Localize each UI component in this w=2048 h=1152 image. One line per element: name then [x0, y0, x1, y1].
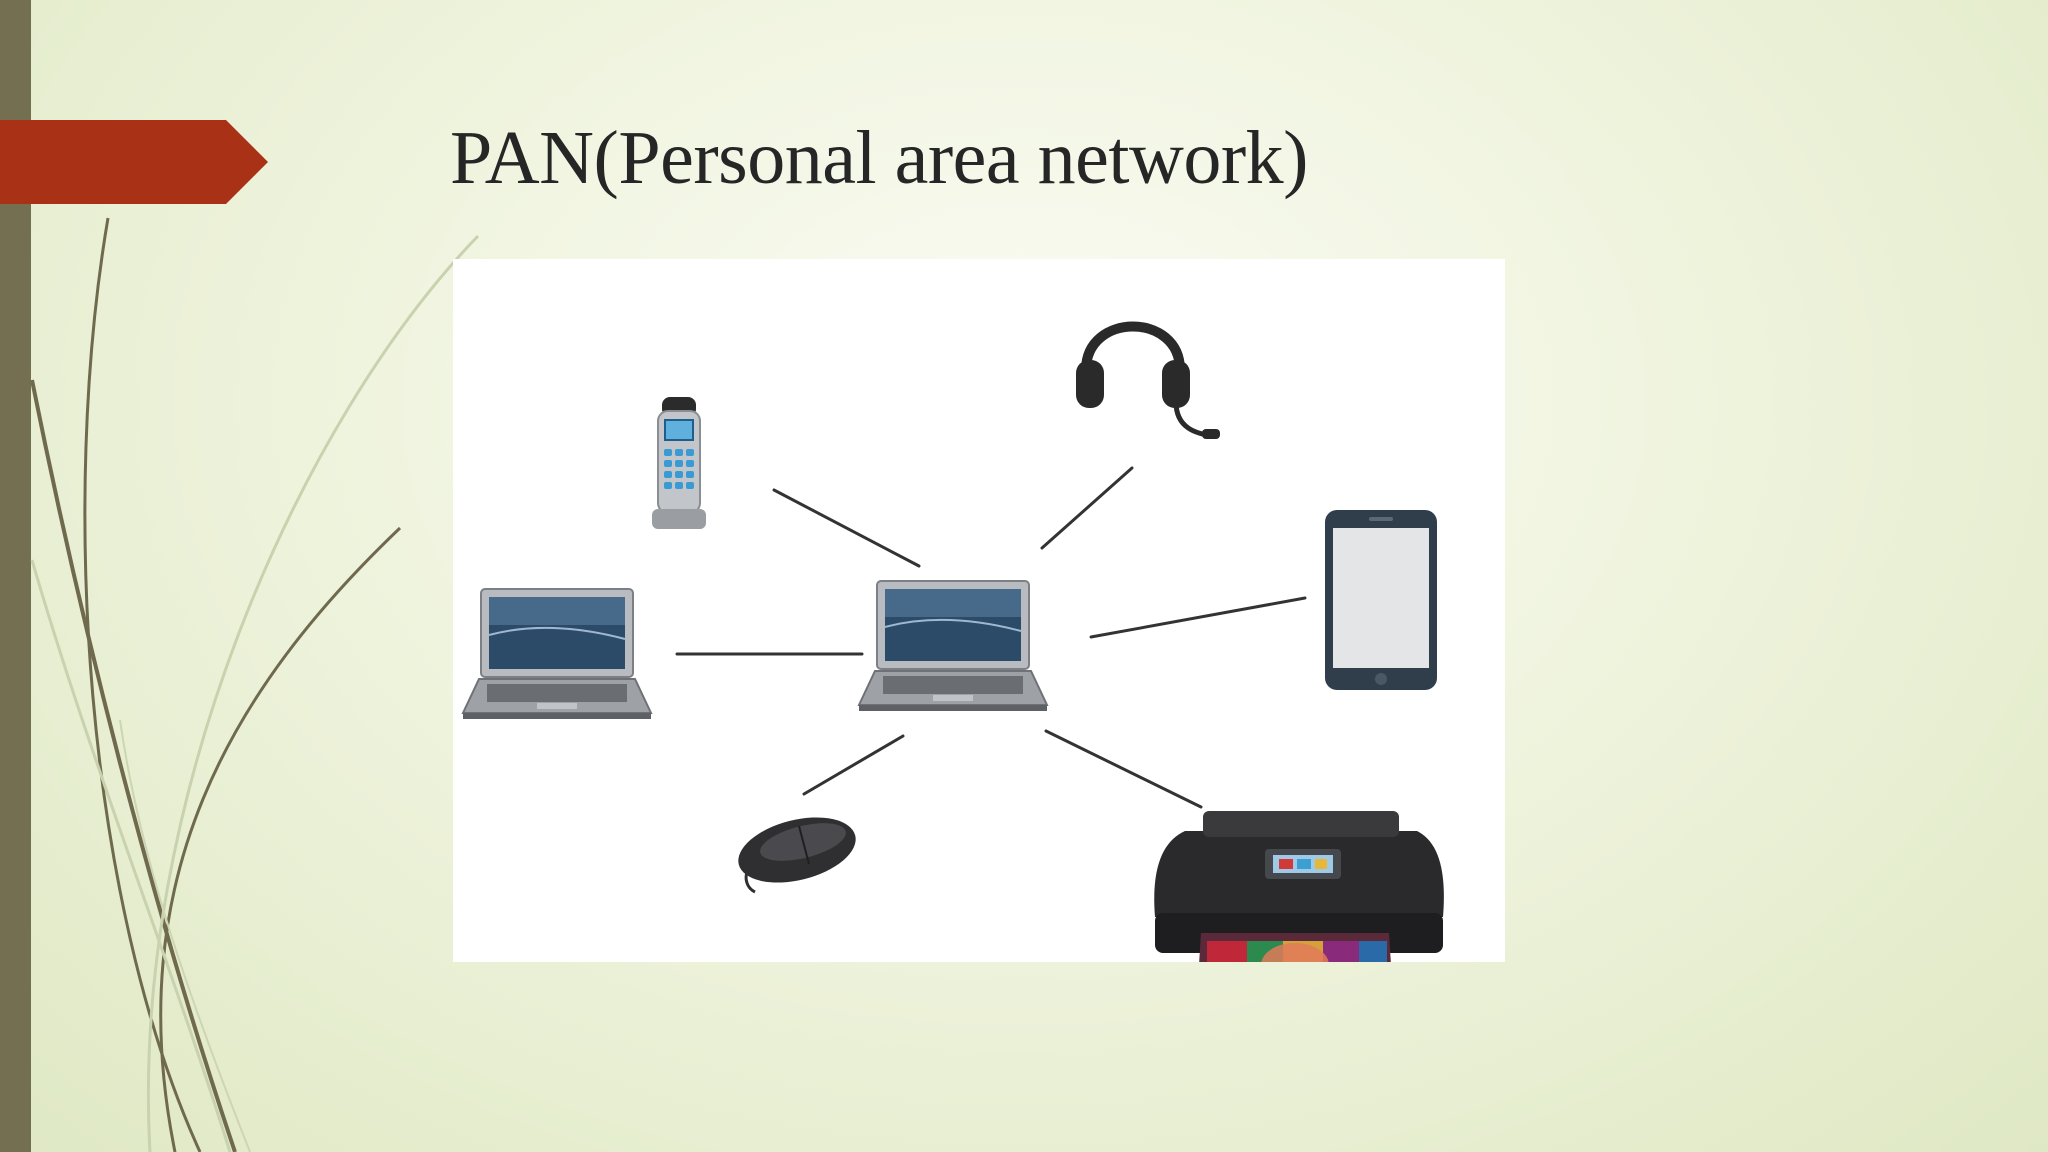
- connector-headset: [1040, 466, 1134, 550]
- connector-printer: [1044, 729, 1203, 809]
- decorative-swoosh-lines: [30, 217, 480, 1152]
- mouse-icon: [738, 817, 856, 894]
- connector-phone: [772, 488, 921, 568]
- headset-icon: [1076, 321, 1220, 439]
- pan-diagram: [453, 259, 1505, 962]
- title-accent-arrow: [0, 120, 268, 204]
- cordless-phone-icon: [652, 397, 706, 529]
- connector-smartphone: [1089, 596, 1307, 639]
- pan-diagram-canvas: [461, 321, 1444, 962]
- slide-title: PAN(Personal area network): [450, 116, 1308, 200]
- connector-lines: [675, 466, 1307, 809]
- laptop-icon: [461, 588, 653, 719]
- smartphone-icon: [1325, 510, 1437, 690]
- laptop-hub-icon: [857, 580, 1049, 711]
- connector-mouse: [802, 734, 905, 796]
- printer-icon: [1154, 811, 1444, 962]
